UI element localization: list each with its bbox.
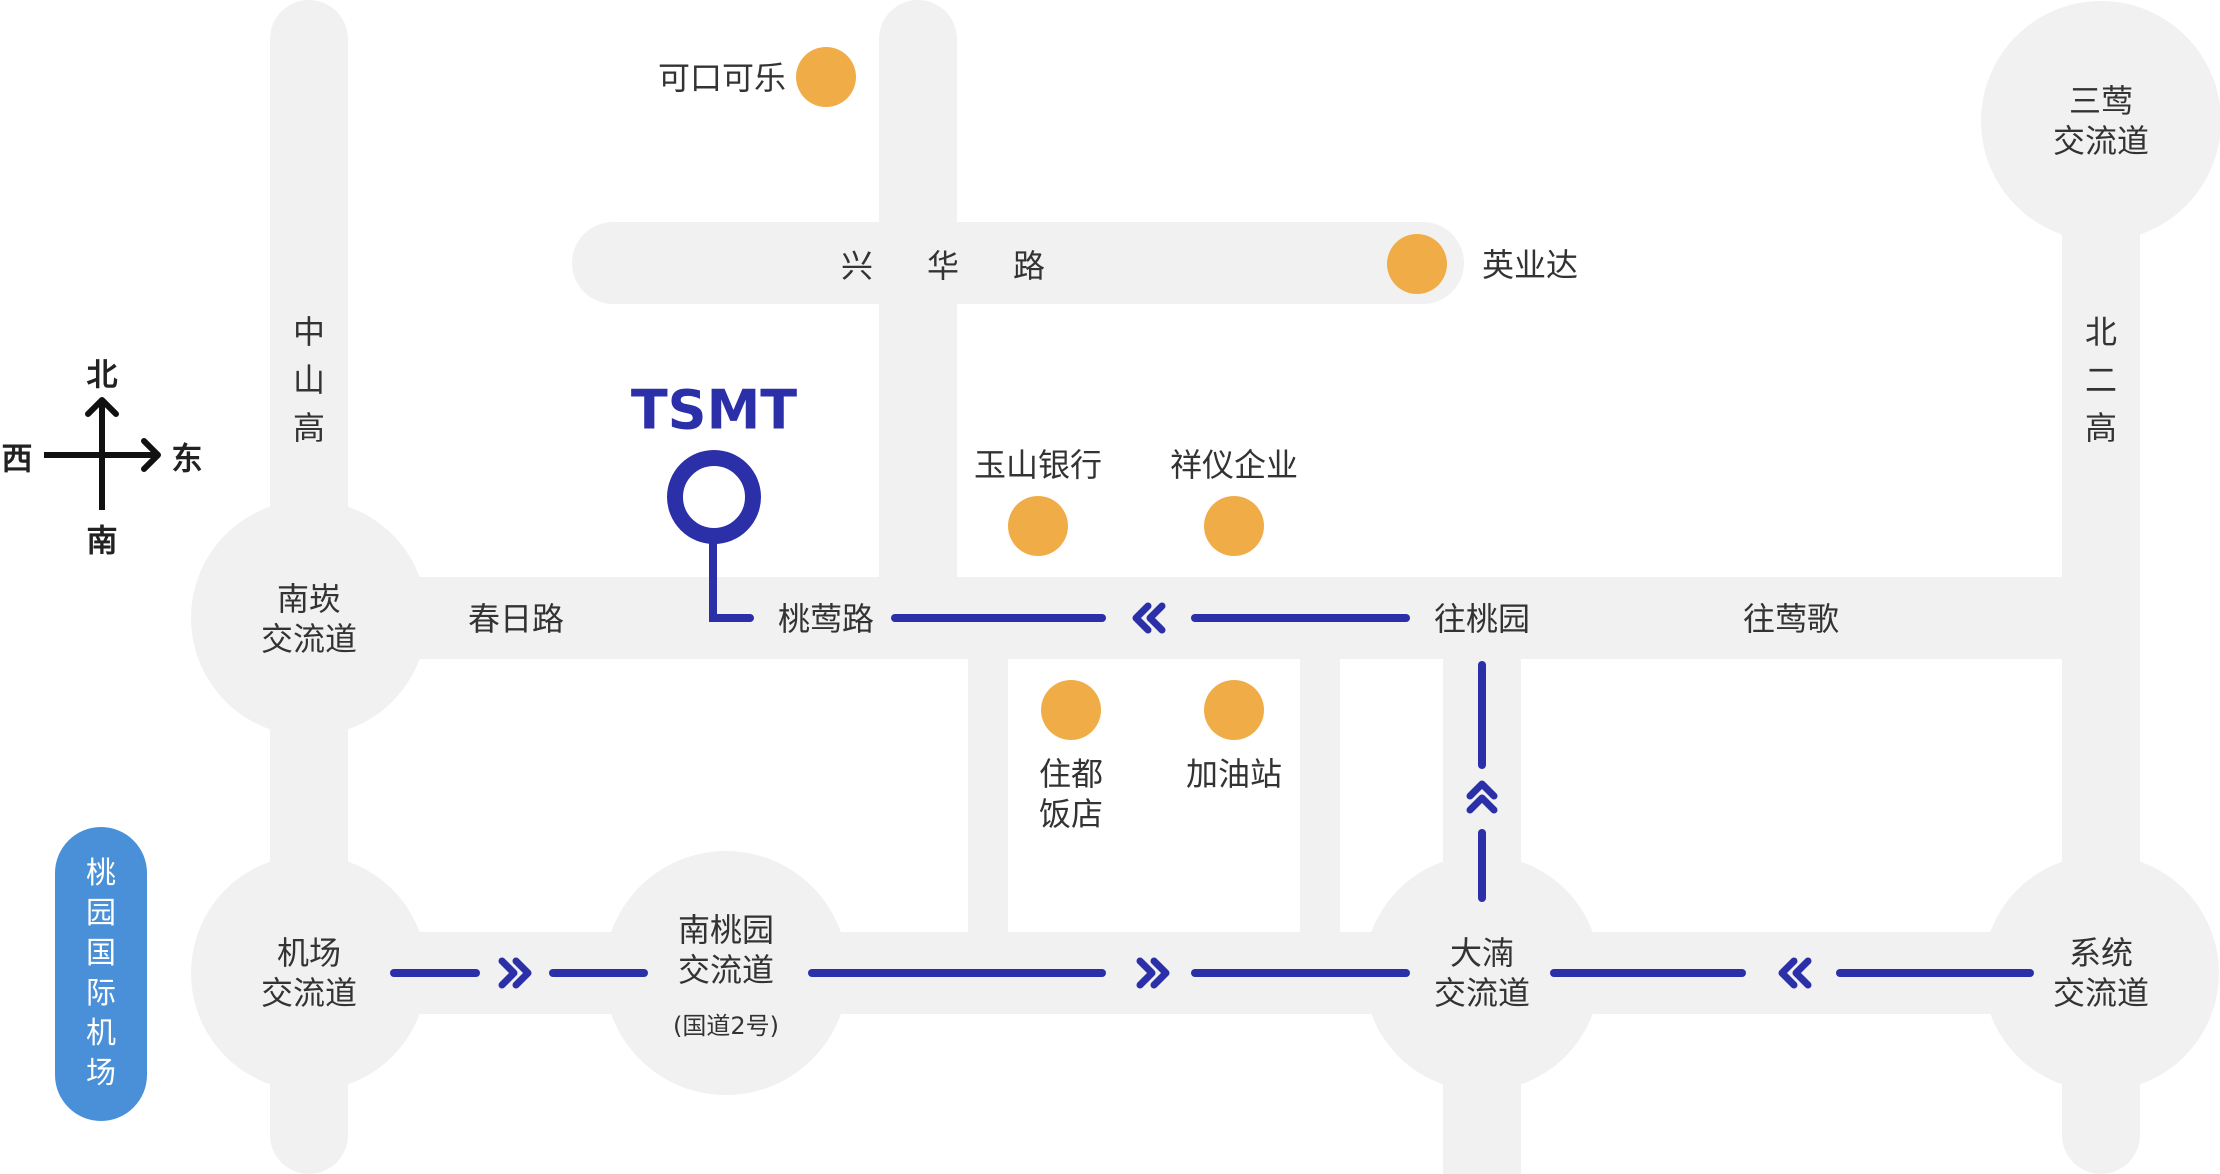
road-north-stub: [879, 0, 957, 620]
interchange-label-nantaoyuan: 南桃园 交流道: [677, 911, 775, 989]
interchange-jichang: [191, 855, 427, 1091]
road-label-xinghua: 兴华路: [840, 247, 1100, 285]
compass-north: 北: [86, 357, 118, 394]
route-tsmt-connector: [709, 536, 754, 622]
compass-south: 南: [86, 523, 118, 560]
poi-xiangyi-dot: [1204, 496, 1264, 556]
chevron-right-icon: [498, 957, 532, 989]
interchange-nankan: [191, 500, 427, 736]
road-label-wangyingge: 往莺歌: [1742, 600, 1840, 638]
poi-nvidia-dot: [1387, 234, 1447, 294]
interchange-label-nantaoyuan-note: (国道2号): [673, 1012, 779, 1040]
interchange-xitong: [1983, 855, 2219, 1091]
compass-east: 东: [171, 441, 203, 478]
interchange-dajiang: [1364, 855, 1600, 1091]
chevron-left-icon: [1778, 957, 1812, 989]
road-label-chunri: 春日路: [467, 600, 565, 638]
road-label-zhongshan: 中山高: [292, 313, 325, 447]
interchange-label-nankan: 南崁 交流道: [260, 580, 358, 658]
compass-icon: [44, 397, 161, 510]
interchange-nantaoyuan: [604, 851, 848, 1095]
chevron-left-icon: [1132, 602, 1166, 634]
road-label-wangtaoyuan: 往桃园: [1433, 600, 1531, 638]
interchange-sanying: [1981, 1, 2220, 241]
tsmt-brand-label: TSMT: [630, 378, 798, 442]
poi-gas-station-dot: [1204, 680, 1264, 740]
airport-label: 桃园国际机场: [86, 856, 116, 1091]
poi-zhudu-hotel-dot: [1041, 680, 1101, 740]
poi-yushan-bank-dot: [1008, 496, 1068, 556]
road-label-beier: 北二高: [2084, 313, 2117, 447]
road-connector-2: [1300, 620, 1340, 950]
road-xinghua: [572, 222, 1464, 304]
airport-badge: [55, 827, 147, 1121]
chevron-up-icon: [1466, 780, 1498, 814]
road-label-taoying: 桃莺路: [777, 600, 875, 638]
compass-west: 西: [1, 441, 33, 478]
interchange-label-jichang: 机场 交流道: [260, 934, 358, 1012]
poi-label-yushan-bank: 玉山银行: [973, 446, 1103, 484]
poi-label-nvidia: 英业达: [1482, 246, 1579, 284]
poi-label-cocacola: 可口可乐: [657, 59, 786, 97]
poi-label-zhudu-hotel: 住都 饭店: [1038, 755, 1104, 833]
tsmt-location-marker: [667, 450, 761, 544]
road-connector-1: [968, 620, 1008, 950]
poi-label-gas-station: 加油站: [1185, 755, 1283, 793]
interchange-label-dajiang: 大湳 交流道: [1433, 934, 1531, 1012]
chevron-right-icon: [1136, 957, 1170, 989]
interchange-label-xitong: 系统 交流道: [2052, 934, 2150, 1012]
poi-cocacola-dot: [796, 47, 856, 107]
poi-label-xiangyi: 祥仪企业: [1169, 446, 1299, 484]
interchange-label-sanying: 三莺 交流道: [2052, 82, 2150, 160]
